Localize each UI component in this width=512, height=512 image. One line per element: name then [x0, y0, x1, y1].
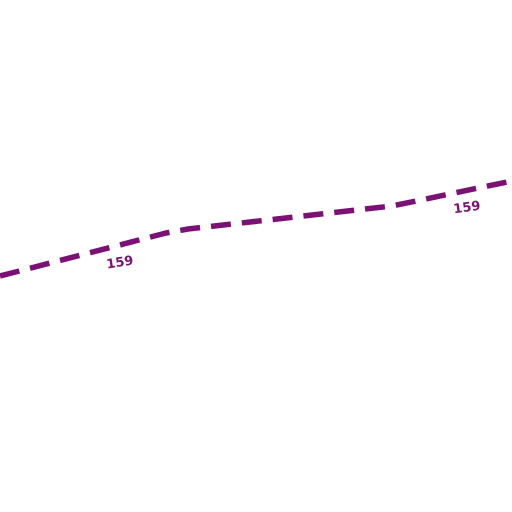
- route-159-line: [0, 178, 512, 279]
- route-number-label: 159: [453, 199, 482, 218]
- route-number-label: 159: [105, 253, 134, 272]
